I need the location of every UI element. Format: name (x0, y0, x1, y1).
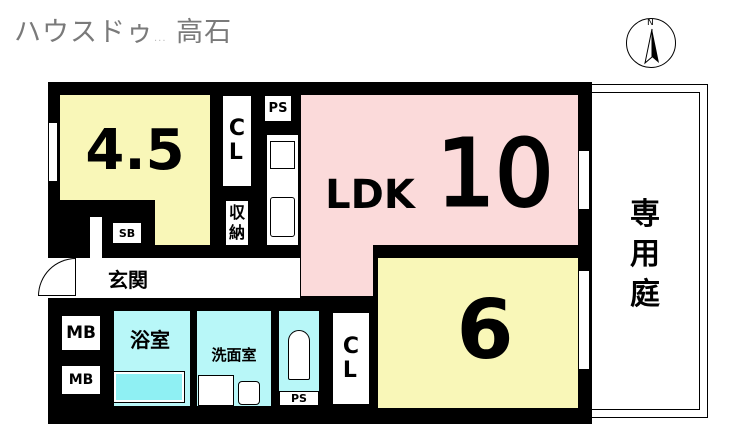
branch-name: 高石 (176, 17, 233, 48)
garden (588, 84, 708, 418)
entrance-label: 玄関 (108, 267, 148, 292)
room-western-4-5-lower (155, 195, 210, 245)
window-right (578, 150, 590, 210)
mb-bottom: MB (61, 365, 101, 395)
bathtub-icon (113, 371, 185, 403)
washroom-label: 洗面室 (211, 345, 257, 364)
ps-bottom: PS (279, 391, 319, 406)
ldk-label: LDK (325, 172, 415, 218)
window-left (48, 122, 58, 182)
washbasin-icon (238, 381, 260, 405)
stove-icon (270, 141, 295, 169)
brand-suffix: ... (154, 33, 167, 44)
garden-inner (588, 92, 700, 410)
room-size-4-5: 4.5 (85, 117, 185, 183)
ldk-size: 10 (435, 118, 555, 228)
ps-top: PS (264, 95, 292, 122)
window-right-lower (578, 270, 590, 370)
sb: SB (112, 222, 142, 244)
room-western-4-5 (60, 95, 210, 200)
brand-name: ハウスドゥ (14, 17, 154, 48)
room-size-6: 6 (456, 282, 514, 378)
storage: 収 納 (225, 200, 249, 246)
washing-machine-icon (198, 375, 234, 406)
garden-label: 専 用 庭 (630, 197, 660, 312)
hallway (102, 258, 300, 298)
closet-top: C L (222, 95, 252, 187)
compass-north-label: N (647, 18, 654, 28)
room-ldk-lower (301, 240, 373, 296)
room-western-6 (378, 258, 578, 408)
bath-label: 浴室 (130, 327, 170, 352)
header-title: ハウスドゥ... 高石 (14, 10, 232, 49)
hall-strip (90, 217, 102, 259)
compass: N (626, 18, 676, 68)
closet-bottom: C L (332, 312, 370, 405)
toilet-icon (288, 330, 310, 380)
sink-icon (270, 197, 295, 237)
kitchen-counter (266, 134, 299, 246)
north-arrow-icon (644, 28, 659, 65)
room-ldk (301, 95, 578, 245)
mb-top: MB (61, 315, 101, 351)
